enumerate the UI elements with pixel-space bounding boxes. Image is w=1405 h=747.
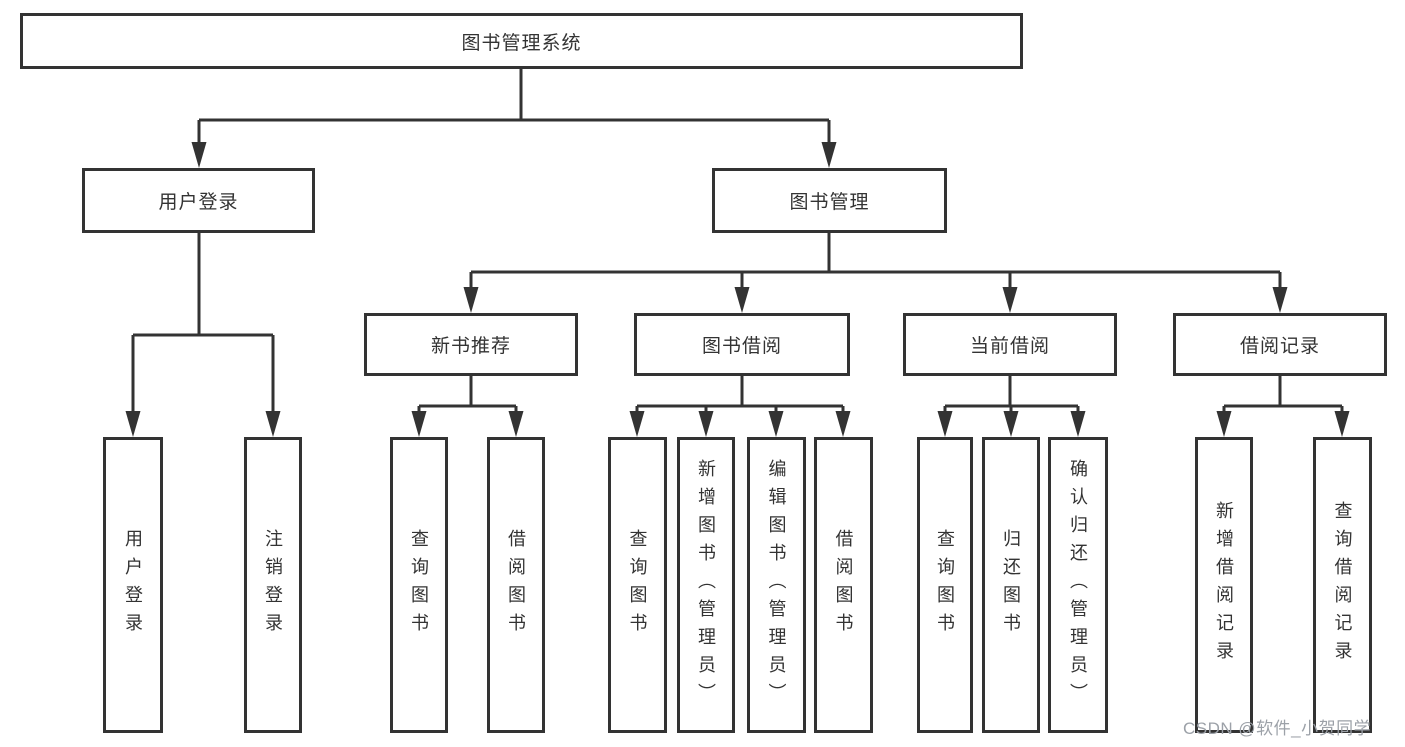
leaf-query-books-borrow: 查询图书 bbox=[608, 437, 667, 733]
leaf-label: 确认归还（管理员） bbox=[1068, 459, 1088, 711]
leaf-label: 新增图书（管理员） bbox=[696, 459, 716, 711]
leaf-borrow-books-recommend: 借阅图书 bbox=[487, 437, 545, 733]
node-label: 用户登录 bbox=[158, 192, 239, 213]
node-label: 图书管理系统 bbox=[461, 32, 582, 54]
node-new-book-recommend: 新书推荐 bbox=[364, 313, 578, 376]
leaf-query-borrow-record: 查询借阅记录 bbox=[1313, 437, 1372, 733]
node-label: 当前借阅 bbox=[969, 336, 1050, 357]
leaf-label: 新增借阅记录 bbox=[1214, 501, 1234, 669]
leaf-label: 借阅图书 bbox=[833, 529, 854, 641]
leaf-edit-books-admin: 编辑图书（管理员） bbox=[747, 437, 806, 733]
leaf-label: 归还图书 bbox=[1001, 529, 1021, 641]
watermark: CSDN @软件_小贺同学 bbox=[1183, 719, 1372, 738]
leaf-label: 编辑图书（管理员） bbox=[766, 459, 787, 711]
leaf-confirm-return-admin: 确认归还（管理员） bbox=[1048, 437, 1108, 733]
leaf-label: 用户登录 bbox=[123, 529, 143, 641]
leaf-borrow-books: 借阅图书 bbox=[814, 437, 873, 733]
node-book-management: 图书管理 bbox=[712, 168, 947, 233]
leaf-add-books-admin: 新增图书（管理员） bbox=[677, 437, 735, 733]
node-label: 图书管理 bbox=[789, 192, 870, 213]
leaf-label: 查询图书 bbox=[935, 529, 955, 641]
node-current-borrow: 当前借阅 bbox=[903, 313, 1117, 376]
node-label: 新书推荐 bbox=[430, 336, 511, 357]
leaf-add-borrow-record: 新增借阅记录 bbox=[1195, 437, 1253, 733]
node-book-borrow: 图书借阅 bbox=[634, 313, 850, 376]
leaf-label: 查询图书 bbox=[409, 529, 429, 641]
node-library-management-system: 图书管理系统 bbox=[20, 13, 1023, 69]
node-borrow-records: 借阅记录 bbox=[1173, 313, 1387, 376]
node-label: 借阅记录 bbox=[1239, 336, 1320, 357]
leaf-label: 借阅图书 bbox=[506, 529, 526, 641]
leaf-user-login: 用户登录 bbox=[103, 437, 163, 733]
leaf-query-books-current: 查询图书 bbox=[917, 437, 973, 733]
leaf-label: 注销登录 bbox=[263, 529, 283, 641]
leaf-return-books: 归还图书 bbox=[982, 437, 1040, 733]
leaf-label: 查询借阅记录 bbox=[1332, 501, 1353, 669]
node-user-login: 用户登录 bbox=[82, 168, 315, 233]
node-label: 图书借阅 bbox=[701, 336, 782, 357]
leaf-logout: 注销登录 bbox=[244, 437, 302, 733]
leaf-label: 查询图书 bbox=[627, 529, 648, 641]
leaf-query-books-recommend: 查询图书 bbox=[390, 437, 448, 733]
